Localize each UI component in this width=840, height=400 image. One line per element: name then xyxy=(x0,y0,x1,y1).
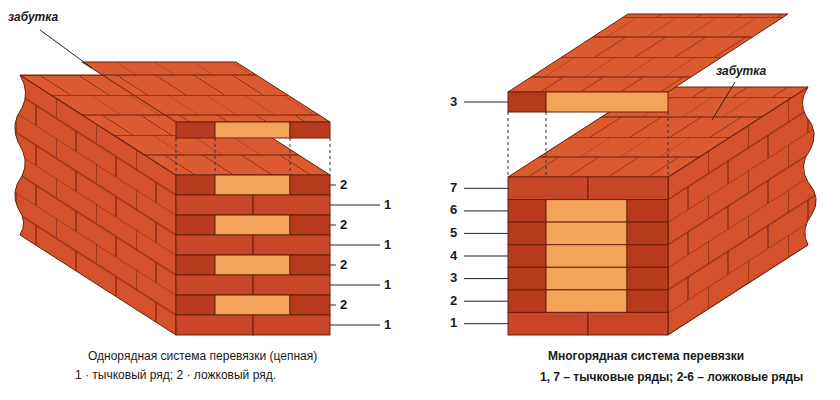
caption-note: 1, 7 – тычковые ряды; 2-6 – ложковые ряд… xyxy=(540,371,803,385)
caption-note: 1 · тычковый ряд; 2 · ложковый ряд. xyxy=(75,369,276,383)
row-number: 5 xyxy=(450,226,457,241)
row-number: 2 xyxy=(340,178,347,193)
row-number: 4 xyxy=(450,249,457,264)
row-number: 1 xyxy=(384,198,391,213)
row-number: 1 xyxy=(384,238,391,253)
fill-label: забутка xyxy=(716,65,766,79)
row-number: 6 xyxy=(450,203,457,218)
row-number: 2 xyxy=(340,258,347,273)
row-number: 3 xyxy=(450,271,457,286)
row-number: 2 xyxy=(340,218,347,233)
caption-title: Многорядная система перевязки xyxy=(548,350,744,364)
fill-label: забутка xyxy=(8,11,58,25)
row-number: 1 xyxy=(384,278,391,293)
caption-title: Однорядная система перевязки (цепная) xyxy=(88,350,317,364)
row-number: 2 xyxy=(450,294,457,309)
row-number: 2 xyxy=(340,298,347,313)
row-number: 7 xyxy=(450,181,457,196)
row-number: 1 xyxy=(384,318,391,333)
row-number: 1 xyxy=(450,316,457,331)
row-number: 3 xyxy=(450,95,457,110)
